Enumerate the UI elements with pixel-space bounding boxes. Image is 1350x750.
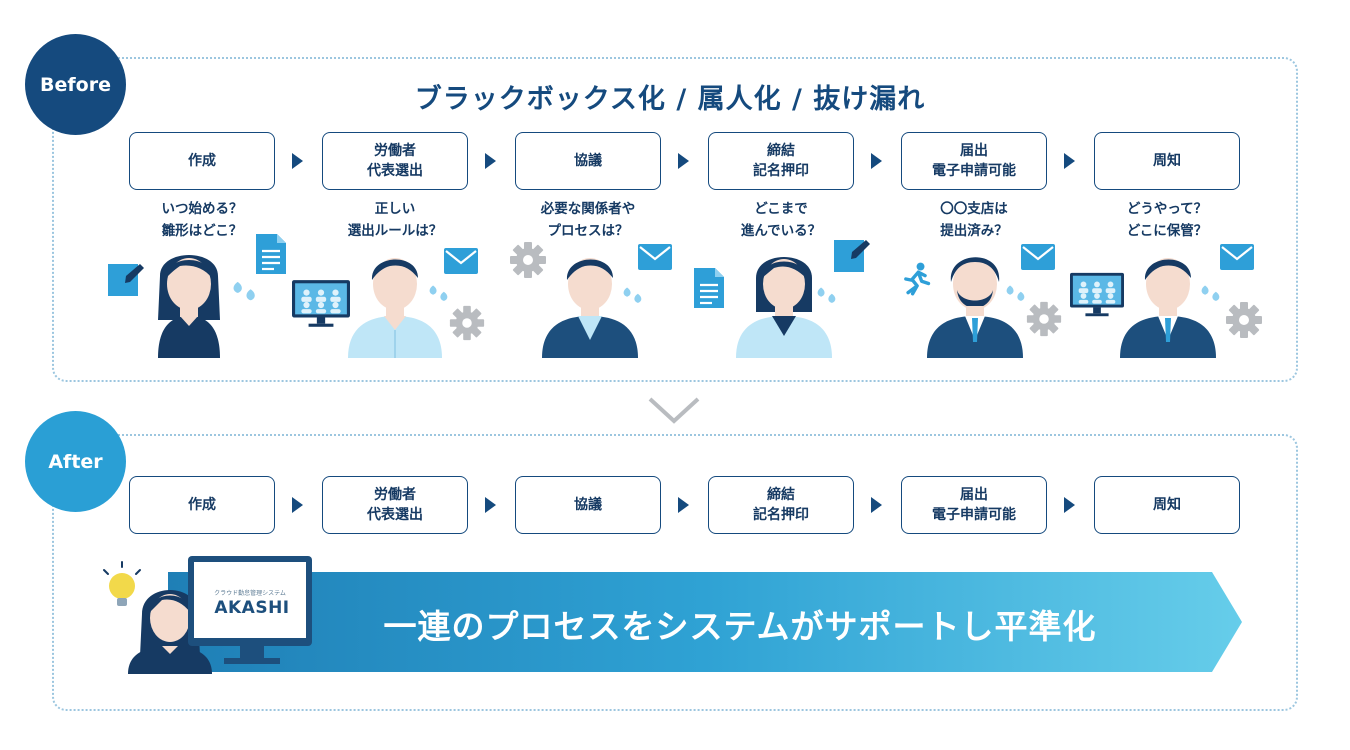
before-step-filing: 届出電子申請可能 [901,132,1047,190]
woman-in-suit-illustration [736,257,832,358]
arrow-icon [292,153,303,169]
arrow-icon [678,153,689,169]
gear-icon [510,242,546,278]
before-badge: Before [25,34,126,135]
man-worker-illustration [348,258,442,358]
suited-man-illustration [542,258,638,358]
after-step-representative: 労働者代表選出 [322,476,468,534]
after-step-create: 作成 [129,476,275,534]
arrow-icon [871,497,882,513]
scene-create-illustration [108,234,286,358]
woman-worker-illustration [128,590,212,674]
solution-banner-arrow [168,572,1242,672]
gear-icon [1026,301,1062,337]
question-announcement: どうやって？どこに保管？ [1126,201,1208,240]
question-discussion: 必要な関係者やプロセスは？ [540,201,636,240]
arrow-icon [678,497,689,513]
arrow-icon [485,153,496,169]
after-step-discussion: 協議 [515,476,661,534]
after-panel [52,434,1298,711]
mail-icon [1021,244,1055,270]
edit-document-icon [108,264,144,296]
video-meeting-monitor-icon [292,280,350,327]
document-icon [256,234,286,274]
document-icon [694,268,724,308]
running-person-icon [904,262,931,296]
arrow-icon [485,497,496,513]
lightbulb-icon [103,561,141,606]
after-step-agreement: 締結記名押印 [708,476,854,534]
problem-headline: ブラックボックス化 / 属人化 / 抜け漏れ [414,84,926,115]
edit-document-icon [834,240,870,272]
mail-icon [1220,244,1254,270]
after-badge: After [25,411,126,512]
mail-icon [444,248,478,274]
arrow-icon [871,153,882,169]
bearded-manager-illustration [927,257,1023,358]
after-step-announcement: 周知 [1094,476,1240,534]
arrow-icon [1064,153,1075,169]
video-meeting-monitor-icon [1070,272,1124,317]
system-monitor-icon [188,556,312,664]
question-create: いつ始める？雛形はどこ？ [161,201,243,240]
scene-agreement-illustration [694,240,870,358]
before-step-representative: 労働者代表選出 [322,132,468,190]
scene-representative-illustration [292,248,485,358]
before-panel [52,57,1298,382]
akashi-logo: AKASHI [214,598,290,618]
before-step-discussion: 協議 [515,132,661,190]
monitor-caption: クラウド勤怠管理システム [214,590,286,597]
scene-filing-illustration [904,244,1062,358]
before-step-agreement: 締結記名押印 [708,132,854,190]
arrow-icon [292,497,303,513]
chevron-down-icon [648,397,700,424]
scene-announcement-illustration [1070,244,1262,358]
woman-worker-illustration [158,255,220,358]
question-agreement: どこまで進んでいる？ [740,201,822,240]
solution-banner-text: 一連のプロセスをシステムがサポートし平準化 [383,607,1097,646]
scene-discussion-illustration [510,242,672,358]
before-step-create: 作成 [129,132,275,190]
after-step-filing: 届出電子申請可能 [901,476,1047,534]
gear-icon [449,305,485,341]
question-filing: 〇〇支店は提出済み？ [940,201,1008,240]
arrow-icon [1064,497,1075,513]
gear-icon [1226,302,1262,338]
before-step-announcement: 周知 [1094,132,1240,190]
question-representative: 正しい選出ルールは？ [347,201,443,240]
suited-man-illustration [1120,258,1216,358]
mail-icon [638,244,672,270]
system-user-illustration [103,556,312,674]
